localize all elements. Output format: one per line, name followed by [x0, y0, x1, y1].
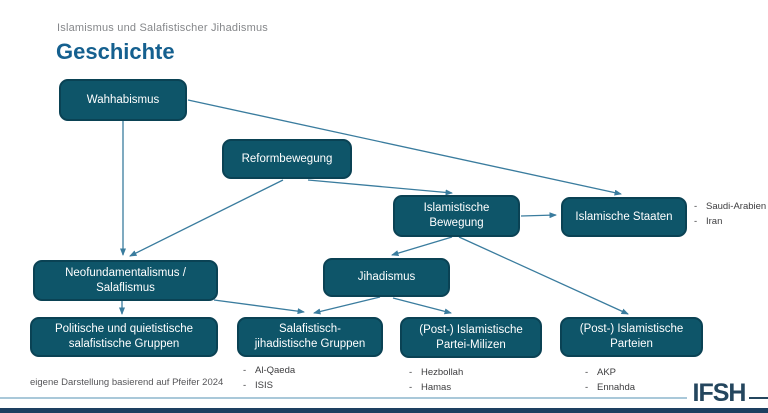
edge-islamistische-bewegung-to-parteien [458, 236, 629, 315]
bullet-label: Saudi-Arabien [706, 201, 767, 212]
node-parteien: (Post-) Islamistische Parteien [560, 317, 703, 357]
slide-kicker: Islamismus und Salafistischer Jihadismus [57, 22, 268, 34]
page-title: Geschichte [56, 39, 175, 64]
bullet-dash: - [409, 381, 413, 393]
bullet-dash: - [243, 365, 247, 376]
bullet-item: -Ennahda [585, 381, 635, 396]
node-salafistisch-jihadistische-gruppen: Salafistisch- jihadistische Gruppen [237, 317, 383, 357]
bullet-item: -AKP [585, 366, 635, 381]
bullet-dash: - [585, 381, 589, 393]
bullet-list-partei-milizen: -Hezbollah-Hamas [409, 366, 463, 395]
bullet-item: -Hezbollah [409, 366, 463, 381]
bullet-label: AKP [597, 367, 617, 378]
bullet-label: Ennahda [597, 381, 636, 393]
bullet-item: -Hamas [409, 381, 463, 396]
edge-wahhabismus-to-islamische-staaten [187, 99, 622, 196]
node-reformbewegung: Reformbewegung [222, 139, 352, 179]
bullet-item: -Saudi-Arabien [694, 200, 766, 215]
bullet-label: ISIS [255, 379, 273, 391]
node-neofundamentalismus: Neofundamentalismus / Salaflismus [33, 260, 218, 301]
node-politische-gruppen: Politische und quietistische salafistisc… [30, 317, 218, 357]
bullet-label: Al-Qaeda [255, 365, 296, 376]
bullet-item: -Iran [694, 215, 766, 230]
node-partei-milizen: (Post-) Islamistische Partei-Milizen [400, 317, 542, 358]
bullet-item: -ISIS [243, 379, 295, 394]
source-footnote: eigene Darstellung basierend auf Pfeifer… [30, 377, 224, 388]
logo-rule-right [749, 397, 768, 399]
bullet-dash: - [694, 201, 698, 212]
edge-neofundamentalismus-to-salafistisch-jihadistische-gruppen [213, 299, 305, 315]
node-jihadismus: Jihadismus [323, 258, 450, 297]
bullet-label: Hezbollah [421, 367, 464, 378]
edge-reformbewegung-to-islamistische-bewegung [307, 179, 453, 196]
node-wahhabismus: Wahhabismus [59, 79, 187, 121]
edge-islamistische-bewegung-to-islamische-staaten [520, 212, 557, 219]
ifsh-logo: IFSH [692, 379, 747, 407]
edge-jihadismus-to-partei-milizen [392, 297, 452, 315]
bullet-dash: - [694, 215, 698, 227]
bullet-list-islamische-staaten: -Saudi-Arabien-Iran [694, 200, 766, 229]
slide-footer-bar [0, 408, 768, 413]
bullet-label: Hamas [421, 381, 452, 393]
bullet-label: Iran [706, 215, 723, 227]
node-islamistische-bewegung: Islamistische Bewegung [393, 195, 520, 237]
bullet-list-parteien: -AKP-Ennahda [585, 366, 635, 395]
edge-islamistische-bewegung-to-jihadismus [391, 236, 453, 257]
edge-reformbewegung-to-neofundamentalismus [129, 179, 284, 257]
bullet-list-salafistisch-jihadistische-gruppen: -Al-Qaeda-ISIS [243, 364, 295, 393]
bullet-item: -Al-Qaeda [243, 364, 295, 379]
bullet-dash: - [585, 367, 589, 378]
node-islamische-staaten: Islamische Staaten [561, 197, 687, 237]
bullet-dash: - [243, 379, 247, 391]
logo-rule-left [0, 397, 687, 399]
edge-jihadismus-to-salafistisch-jihadistische-gruppen [313, 296, 381, 315]
bullet-dash: - [409, 367, 413, 378]
